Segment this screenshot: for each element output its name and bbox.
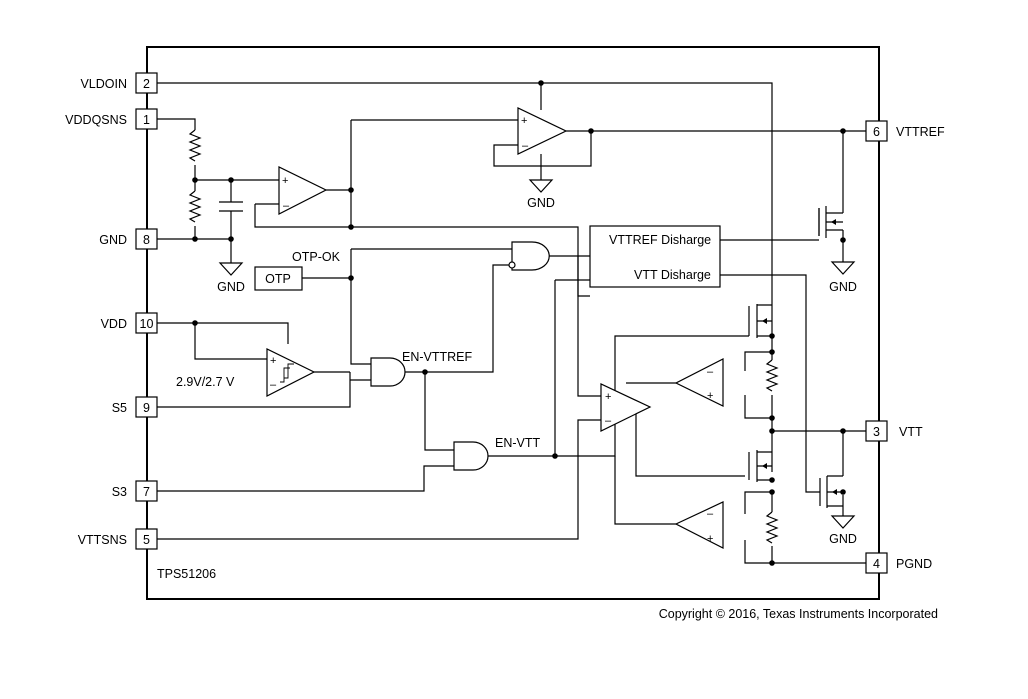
uvlo-threshold-label: 2.9V/2.7 V — [176, 375, 235, 389]
svg-text:+: + — [521, 115, 527, 127]
part-number: TPS51206 — [157, 567, 216, 581]
copyright: Copyright © 2016, Texas Instruments Inco… — [659, 607, 938, 621]
mosfet-high-side — [748, 304, 772, 338]
gnd-label-2: GND — [527, 196, 555, 210]
uvlo-comparator: + – — [266, 348, 316, 397]
svg-text:+: + — [270, 355, 276, 367]
gnd-symbol-2 — [528, 179, 554, 193]
pin-gnd: 8 GND — [99, 228, 158, 250]
sense-amplifier-low: – + — [674, 501, 724, 549]
resistor-r3 — [765, 359, 779, 392]
buffer-amplifier: + – — [278, 166, 328, 215]
svg-text:GND: GND — [99, 233, 127, 247]
svg-text:4: 4 — [873, 557, 880, 571]
en-vtt-label: EN-VTT — [495, 436, 541, 450]
and-gate-en-vttref — [370, 357, 406, 387]
svg-text:VTT: VTT — [899, 425, 923, 439]
gnd-label-1: GND — [217, 280, 245, 294]
junction-dots — [192, 80, 846, 566]
pin-vddqsns: 1 VDDQSNS — [65, 108, 158, 130]
svg-text:VLDOIN: VLDOIN — [80, 77, 127, 91]
gnd-symbol-1 — [218, 262, 244, 276]
en-vttref-label: EN-VTTREF — [402, 350, 473, 364]
pin-s3: 7 S3 — [112, 480, 158, 502]
pin-vttref: 6 VTTREF — [865, 120, 945, 142]
capacitor — [219, 201, 243, 212]
mosfet-low-side — [748, 450, 772, 482]
pin-vtt: 3 VTT — [865, 420, 923, 442]
gnd-label-4: GND — [829, 532, 857, 546]
wires — [156, 82, 866, 564]
svg-text:6: 6 — [873, 125, 880, 139]
svg-text:–: – — [270, 379, 277, 391]
mosfet-vttref-discharge — [818, 206, 843, 238]
pin-s5: 9 S5 — [112, 396, 158, 418]
svg-text:–: – — [707, 366, 714, 378]
svg-text:–: – — [283, 200, 290, 212]
vttref-discharge-label: VTTREF Disharge — [609, 233, 711, 247]
gnd-symbol-3 — [830, 261, 856, 275]
vttref-amplifier: + – — [517, 107, 568, 155]
svg-text:VDD: VDD — [101, 317, 127, 331]
svg-text:S5: S5 — [112, 401, 127, 415]
svg-text:S3: S3 — [112, 485, 127, 499]
svg-text:3: 3 — [873, 425, 880, 439]
svg-text:–: – — [522, 140, 529, 152]
svg-text:10: 10 — [140, 317, 154, 331]
svg-text:2: 2 — [143, 77, 150, 91]
svg-text:OTP: OTP — [265, 272, 291, 286]
sense-amplifier-high: – + — [674, 358, 724, 407]
pin-vttsns: 5 VTTSNS — [78, 528, 158, 550]
gnd-symbol-4 — [830, 515, 856, 529]
pin-vdd: 10 VDD — [101, 312, 158, 334]
and-gate-otp — [508, 241, 550, 271]
resistor-r2 — [188, 190, 202, 223]
svg-text:8: 8 — [143, 233, 150, 247]
vtt-discharge-label: VTT Disharge — [634, 268, 711, 282]
svg-text:+: + — [282, 175, 288, 187]
svg-text:–: – — [605, 415, 612, 427]
svg-text:+: + — [605, 391, 611, 403]
pin-pgnd: 4 PGND — [865, 552, 932, 574]
svg-text:PGND: PGND — [896, 557, 932, 571]
pin-vldoin: 2 VLDOIN — [80, 72, 158, 94]
gnd-label-3: GND — [829, 280, 857, 294]
mosfet-vtt-discharge — [819, 475, 843, 508]
svg-text:+: + — [707, 533, 713, 545]
svg-text:VDDQSNS: VDDQSNS — [65, 113, 127, 127]
svg-text:5: 5 — [143, 533, 150, 547]
resistor-r1 — [188, 129, 202, 162]
svg-text:1: 1 — [143, 113, 150, 127]
svg-text:+: + — [707, 390, 713, 402]
and-gate-en-vtt — [453, 441, 489, 471]
svg-text:7: 7 — [143, 485, 150, 499]
discharge-block: VTTREF Disharge VTT Disharge — [589, 225, 721, 288]
svg-text:VTTREF: VTTREF — [896, 125, 945, 139]
resistor-r4 — [765, 511, 779, 544]
svg-text:–: – — [707, 508, 714, 520]
svg-text:9: 9 — [143, 401, 150, 415]
error-amplifier: + – — [600, 383, 652, 432]
svg-text:VTTSNS: VTTSNS — [78, 533, 127, 547]
otp-ok-label: OTP-OK — [292, 250, 341, 264]
otp-block: OTP — [254, 266, 303, 291]
